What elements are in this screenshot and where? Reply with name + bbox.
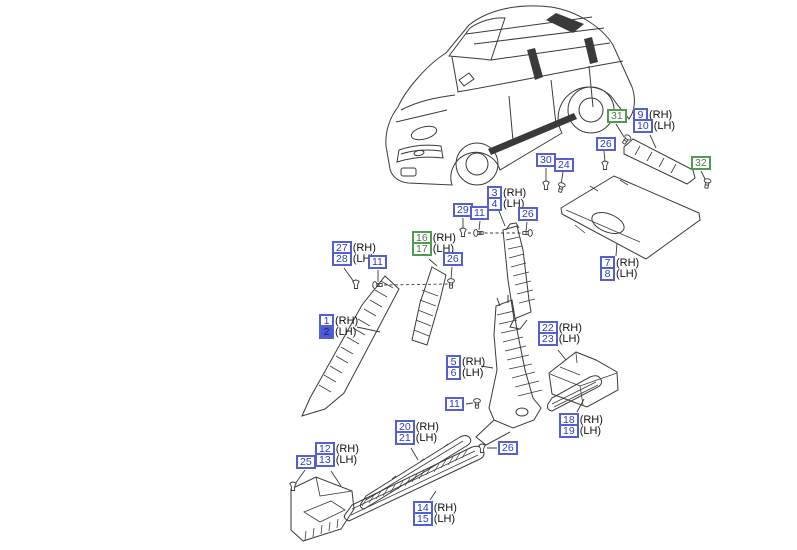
part-callout-26[interactable]: 26 <box>596 137 616 151</box>
lh-suffix: (LH) <box>579 424 602 437</box>
part-callout-11[interactable]: 11 <box>445 397 464 411</box>
callout-12-13: 12(RH) 13(LH) <box>315 441 359 467</box>
callout-18-19: 18(RH) 19(LH) <box>559 412 603 438</box>
part-quarter-lower-cover-drawing <box>548 351 619 408</box>
part-callout-13[interactable]: 13 <box>315 452 335 467</box>
part-rear-scuff-plate-drawing <box>547 375 603 412</box>
lh-suffix: (LH) <box>503 197 525 210</box>
clip-icon <box>542 180 550 190</box>
part-center-pillar-lower-trim-drawing <box>475 295 543 446</box>
part-callout-30[interactable]: 30 <box>536 153 556 167</box>
clip-icon <box>459 227 467 237</box>
part-callout-17[interactable]: 17 <box>412 241 432 256</box>
rh-suffix: (RH) <box>462 355 486 368</box>
screw-icon <box>702 177 712 190</box>
car-illustration <box>385 5 635 186</box>
fastener-alignment-dashes <box>383 232 521 286</box>
clip-icon <box>478 443 486 453</box>
part-a-pillar-trim-drawing <box>301 275 400 417</box>
part-callout-15[interactable]: 15 <box>413 511 433 526</box>
lh-suffix: (LH) <box>415 431 438 444</box>
rh-suffix: (RH) <box>649 108 673 121</box>
rh-suffix: (RH) <box>579 413 603 426</box>
lh-suffix: (LH) <box>335 325 357 338</box>
rh-suffix: (RH) <box>433 501 457 514</box>
part-callout-26[interactable]: 26 <box>443 252 463 266</box>
callout-22-23: 22(RH) 23(LH) <box>538 320 582 346</box>
part-door-scuff-inner-drawing <box>359 435 472 510</box>
callout-5-6: 5(RH) 6(LH) <box>446 354 486 380</box>
part-callout-8[interactable]: 8 <box>600 266 615 281</box>
callout-9-10: 9(RH) 10(LH) <box>633 107 676 133</box>
leader-lines <box>294 123 707 501</box>
clip-icon <box>601 160 609 170</box>
rh-suffix: (RH) <box>616 256 640 269</box>
callout-20-21: 20(RH) 21(LH) <box>395 419 439 445</box>
part-center-pillar-upper-trim-drawing <box>502 222 536 330</box>
rh-suffix: (RH) <box>352 241 376 254</box>
rh-suffix: (RH) <box>335 314 359 327</box>
rh-suffix: (RH) <box>558 321 582 334</box>
part-callout-26[interactable]: 26 <box>518 207 538 221</box>
callout-14-15: 14(RH) 15(LH) <box>413 500 457 526</box>
rh-suffix: (RH) <box>415 420 439 433</box>
part-callout-4[interactable]: 4 <box>487 196 502 211</box>
lh-suffix: (LH) <box>558 332 581 345</box>
callout-16-17: 16(RH) 17(LH) <box>412 230 456 256</box>
callout-3-4: 3(RH) 4(LH) <box>487 185 527 211</box>
part-front-pillar-garnish-drawing <box>411 266 447 346</box>
clip-icon <box>352 279 360 289</box>
part-cowl-side-trim-drawing <box>290 476 355 542</box>
rh-suffix: (RH) <box>503 186 527 199</box>
part-callout-2-highlighted[interactable]: 2 <box>319 324 334 339</box>
part-callout-32[interactable]: 32 <box>691 156 711 170</box>
screw-icon <box>556 181 567 194</box>
screw-icon <box>522 229 533 237</box>
callout-1-2: 1(RH) 2(LH) <box>319 313 359 339</box>
lh-suffix: (LH) <box>433 512 456 525</box>
rh-suffix: (RH) <box>335 442 359 455</box>
rh-suffix: (RH) <box>432 231 456 244</box>
part-callout-26[interactable]: 26 <box>498 441 518 455</box>
lh-suffix: (LH) <box>462 366 484 379</box>
part-callout-25[interactable]: 25 <box>296 455 316 469</box>
callout-7-8: 7(RH) 8(LH) <box>600 255 640 281</box>
lh-suffix: (LH) <box>335 453 358 466</box>
part-callout-23[interactable]: 23 <box>538 331 558 346</box>
part-callout-21[interactable]: 21 <box>395 430 415 445</box>
screw-icon <box>620 133 633 146</box>
part-callout-31[interactable]: 31 <box>607 109 627 123</box>
part-callout-6[interactable]: 6 <box>446 365 461 380</box>
lh-suffix: (LH) <box>653 119 676 132</box>
part-callout-10[interactable]: 10 <box>633 118 653 133</box>
part-callout-28[interactable]: 28 <box>332 251 352 266</box>
part-luggage-side-trim-drawing <box>560 175 701 260</box>
lh-suffix: (LH) <box>616 267 638 280</box>
part-callout-11[interactable]: 11 <box>470 206 489 220</box>
part-callout-19[interactable]: 19 <box>559 423 579 438</box>
part-callout-24[interactable]: 24 <box>554 158 574 172</box>
part-callout-11[interactable]: 11 <box>368 255 387 269</box>
screw-icon <box>473 398 481 409</box>
lh-suffix: (LH) <box>432 242 455 255</box>
screw-icon <box>447 278 455 289</box>
part-rear-transverse-trim-drawing <box>623 138 696 185</box>
part-door-scuff-plate-drawing <box>343 445 485 522</box>
